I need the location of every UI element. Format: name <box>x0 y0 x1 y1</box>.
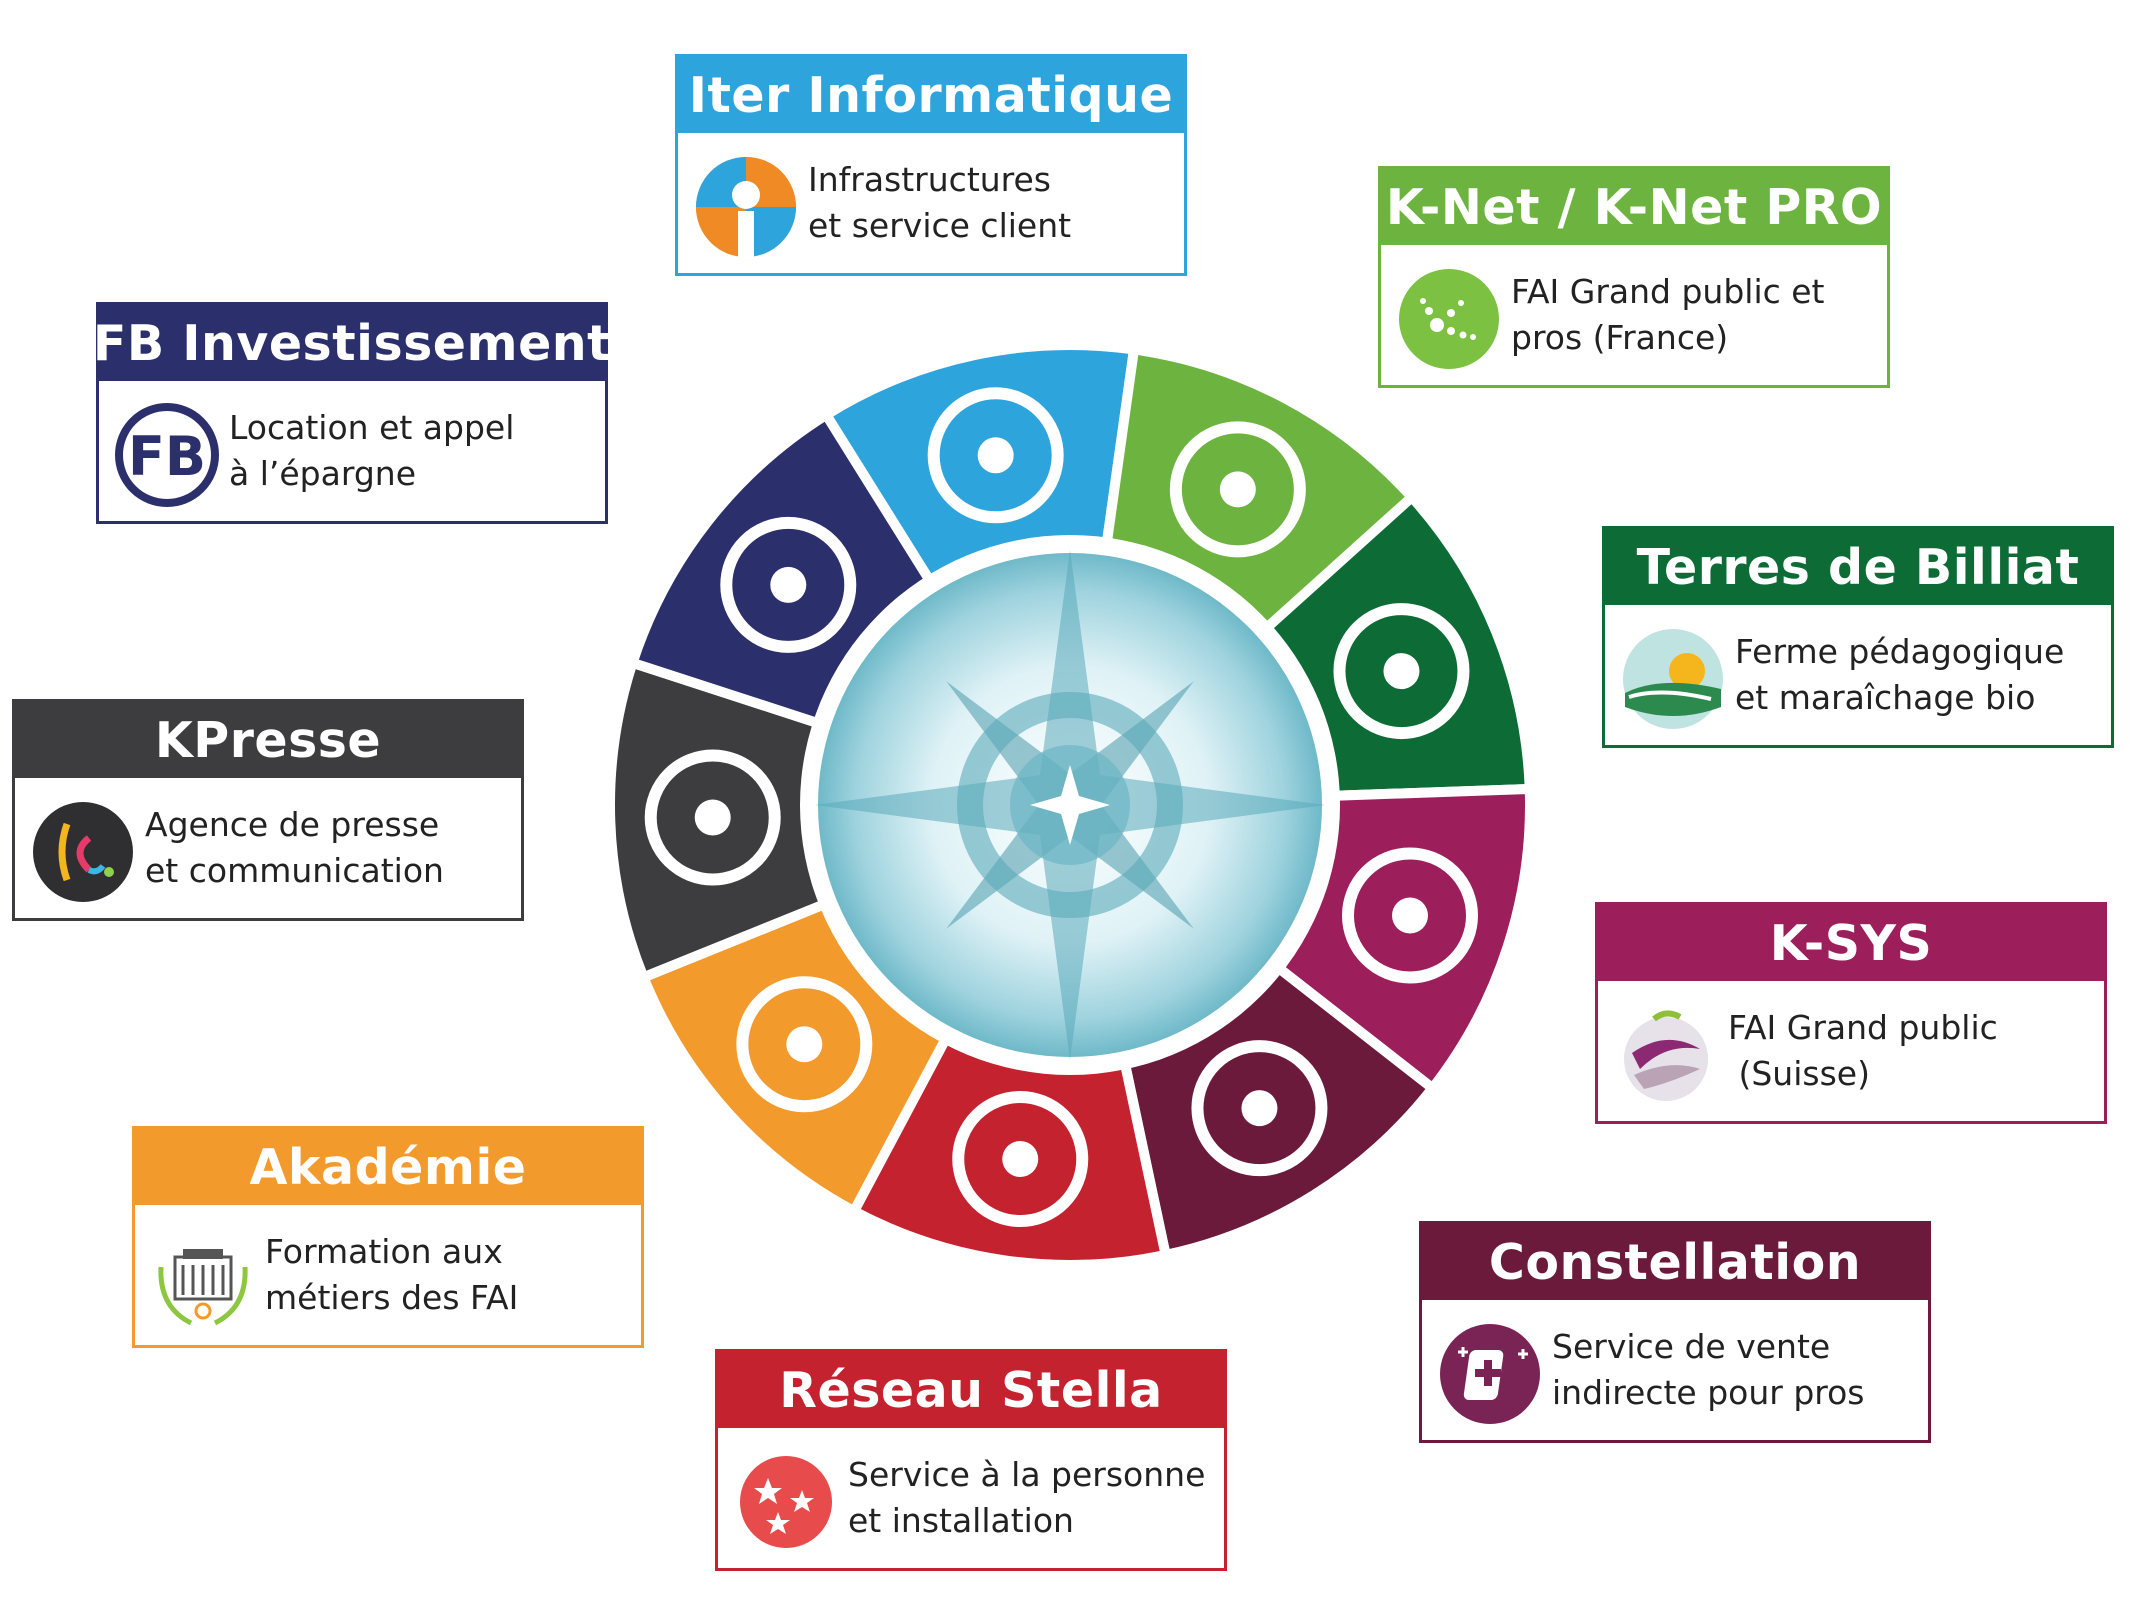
network-icon <box>927 387 1064 524</box>
k-dots-icon <box>1169 421 1306 558</box>
kpresse-logo-icon <box>31 800 135 904</box>
stars-icon <box>734 1450 838 1554</box>
card-iter-informatique: Iter Informatique Infrastructures et ser… <box>675 54 1187 276</box>
card-line-1: Infrastructures <box>808 160 1052 199</box>
card-line-2: et installation <box>848 1501 1074 1540</box>
building-icon <box>151 1227 255 1331</box>
card-title-bar: K-SYS <box>1598 905 2104 981</box>
svg-text:FB: FB <box>128 425 206 488</box>
card-title: Akadémie <box>249 1138 527 1196</box>
card-title: Iter Informatique <box>688 66 1174 124</box>
card-line-1: Ferme pédagogique <box>1735 632 2065 671</box>
card-title-bar: Iter Informatique <box>678 57 1184 133</box>
card-title: KPresse <box>154 711 382 769</box>
stars-icon <box>952 1091 1089 1228</box>
card-title-bar: FB Investissement <box>93 305 611 381</box>
card-line-2: à l’épargne <box>229 454 416 493</box>
card-description: Service de vente indirecte pour pros <box>1552 1324 1920 1416</box>
building-icon <box>736 976 873 1113</box>
card-constellation: Constellation Service de vente indirecte… <box>1419 1221 1931 1443</box>
card-knet: K-Net / K-Net PRO FAI Grand public et pr… <box>1378 166 1890 388</box>
k-dots-icon <box>1397 267 1501 371</box>
card-title-bar: Terres de Billiat <box>1605 529 2111 605</box>
cross-plus-icon <box>1191 1040 1328 1177</box>
kpresse-logo-icon <box>644 749 781 886</box>
fb-logo-icon: FB <box>115 403 219 507</box>
network-icon <box>694 155 798 259</box>
card-fb-investissement: FB Investissement FB Location et appel à… <box>93 302 611 524</box>
ribbon-sphere-icon <box>1614 1003 1718 1107</box>
card-line-1: FAI Grand public et <box>1511 272 1825 311</box>
card-description: Service à la personne et installation <box>848 1452 1216 1544</box>
card-description: Agence de presse et communication <box>145 802 513 894</box>
card-title-bar: Akadémie <box>135 1129 641 1205</box>
card-reseau-stella: Réseau Stella Service à la personne et i… <box>715 1349 1227 1571</box>
cross-plus-icon <box>1438 1322 1542 1426</box>
card-description: FAI Grand public et pros (France) <box>1511 269 1879 361</box>
card-title: Constellation <box>1488 1233 1862 1291</box>
card-description: Formation aux métiers des FAI <box>265 1229 633 1321</box>
card-title-bar: Réseau Stella <box>718 1352 1224 1428</box>
card-line-1: Agence de presse <box>145 805 440 844</box>
card-k-sys: K-SYS FAI Grand public (Suisse) <box>1595 902 2107 1124</box>
card-title-bar: KPresse <box>15 702 521 778</box>
card-description: Ferme pédagogique et maraîchage bio <box>1735 629 2103 721</box>
landscape-icon <box>1333 603 1470 740</box>
card-title: Terres de Billiat <box>1636 538 2080 596</box>
card-line-1: Service de vente <box>1552 1327 1831 1366</box>
card-line-1: FAI Grand public <box>1728 1008 1998 1047</box>
card-title-bar: K-Net / K-Net PRO <box>1381 169 1887 245</box>
card-description: FAI Grand public (Suisse) <box>1728 1005 2096 1097</box>
card-line-2: indirecte pour pros <box>1552 1373 1865 1412</box>
card-line-1: Service à la personne <box>848 1455 1206 1494</box>
fb-logo-icon <box>720 516 857 653</box>
card-kpresse: KPresse Agence de presse et communicatio… <box>12 699 524 921</box>
card-title-bar: Constellation <box>1422 1224 1928 1300</box>
card-line-2: pros (France) <box>1511 318 1729 357</box>
card-description: Location et appel à l’épargne <box>229 405 597 497</box>
card-terres-de-billiat: Terres de Billiat Ferme pédagogique et m… <box>1602 526 2114 748</box>
card-akademie: Akadémie Formation aux métiers des FAI <box>132 1126 644 1348</box>
card-title: Réseau Stella <box>779 1361 1163 1419</box>
card-line-2: et maraîchage bio <box>1735 678 2036 717</box>
card-line-1: Location et appel <box>229 408 515 447</box>
card-title: FB Investissement <box>92 314 612 372</box>
wheel-segment-icons <box>644 387 1479 1228</box>
card-line-2: et service client <box>808 206 1072 245</box>
card-line-2: métiers des FAI <box>265 1278 519 1317</box>
card-title: K-Net / K-Net PRO <box>1385 178 1883 236</box>
compass-rose-icon <box>815 550 1325 1060</box>
card-description: Infrastructures et service client <box>808 157 1176 249</box>
card-line-1: Formation aux <box>265 1232 503 1271</box>
card-line-2: et communication <box>145 851 444 890</box>
card-line-2: (Suisse) <box>1728 1054 1870 1093</box>
landscape-icon <box>1621 627 1725 731</box>
ribbon-sphere-icon <box>1342 847 1479 984</box>
card-title: K-SYS <box>1769 914 1933 972</box>
